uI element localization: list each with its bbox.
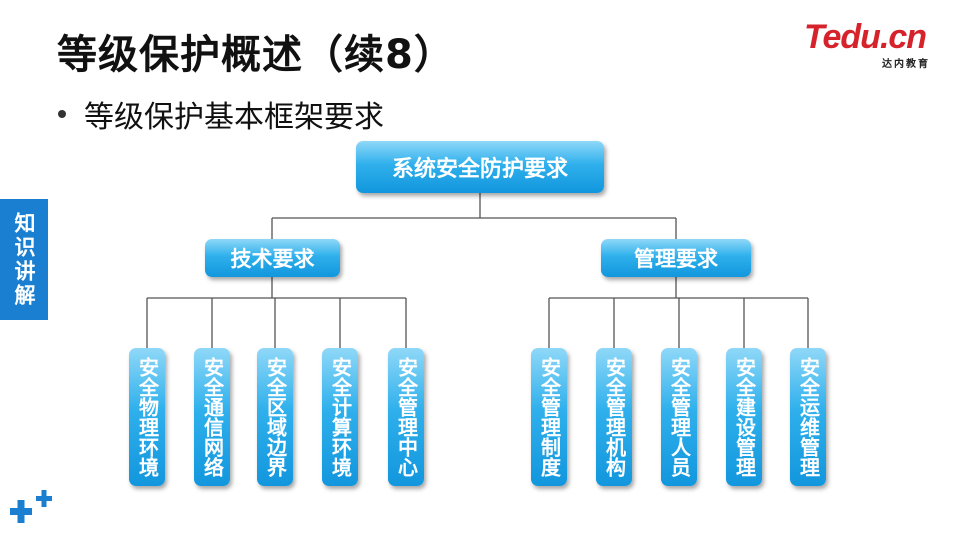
leaf-node-physical-environment: 安全物理环境 (129, 348, 165, 486)
bullet-text: 等级保护基本框架要求 (84, 100, 384, 135)
root-node: 系统安全防护要求 (356, 141, 604, 193)
leaf-node-management-personnel: 安全管理人员 (661, 348, 697, 486)
plus-decoration-icon (10, 490, 52, 523)
logo-subtitle: 达内教育 (882, 59, 930, 70)
leaf-node-management-center: 安全管理中心 (388, 348, 424, 486)
branch-node-technical: 技术要求 (205, 239, 340, 277)
leaf-node-area-boundary: 安全区域边界 (257, 348, 293, 486)
side-tab: 知识讲解 (0, 199, 48, 320)
bullet-item: 等级保护基本框架要求 (58, 92, 384, 136)
leaf-node-construction-management: 安全建设管理 (726, 348, 762, 486)
tedu-logo: Tedu.cn 达内教育 (804, 18, 934, 70)
slide-title: 等级保护概述（续8） (57, 32, 455, 78)
leaf-node-computing-environment: 安全计算环境 (322, 348, 358, 486)
leaf-node-management-organization: 安全管理机构 (596, 348, 632, 486)
branch-node-management: 管理要求 (601, 239, 751, 277)
logo-wordmark: Tedu.cn (804, 18, 927, 56)
leaf-node-management-system: 安全管理制度 (531, 348, 567, 486)
leaf-node-communication-network: 安全通信网络 (194, 348, 230, 486)
leaf-node-operations-management: 安全运维管理 (790, 348, 826, 486)
bullet-dot-icon (58, 110, 66, 118)
